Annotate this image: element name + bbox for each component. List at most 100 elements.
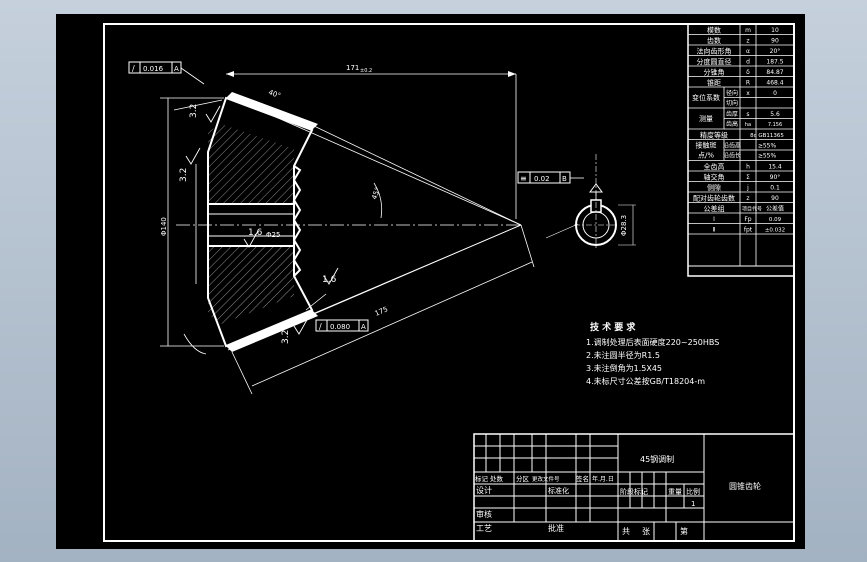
tolerance-frame-bottom: ∕ 0.080 A [315,319,369,332]
param-name-1: 齿数 [707,36,721,45]
param-fullh-label: 全齿高 [704,162,725,171]
tb-material: 45钢调制 [640,454,674,464]
param-shift-tang: 切向 [726,99,738,107]
param-tol-val-0: 0.09 [769,217,782,223]
param-tol-code-1: fpt [744,227,753,234]
svg-text:0.02: 0.02 [534,175,550,183]
param-val-1: 90 [771,38,779,45]
tb-stage-mark: 阶段标记 [620,487,648,496]
gear-upper-hatch [208,124,294,204]
dim-angle-top: 40° [267,88,281,100]
svg-text:0.080: 0.080 [330,323,350,331]
param-shift-label: 变位系数 [692,93,720,102]
tech-item-4: 4.未标尺寸公差按GB/T18204-m [586,376,705,386]
param-shift-radial: 径向 [726,89,738,97]
param-val-4: 84.87 [766,69,783,76]
dim-cone: 175 [374,305,389,318]
param-side-sym: j [746,185,749,192]
dim-right-key: Φ28.3 [620,215,628,236]
tb-sheet-word: 张 [642,527,650,536]
tech-item-3: 3.未注倒角为1.5X45 [586,363,662,373]
tech-item-1: 1.调制处理后表面硬度220~250HBS [586,337,719,347]
param-fullh-sym: h [746,164,750,171]
roughness-3: 1.6 [248,228,263,238]
tb-hdr-date: 年.月.日 [592,475,614,483]
param-shaft-sym: Σ [746,174,750,181]
dim-angle-cone: 45° [370,186,382,200]
param-contact-label2: 点/% [698,152,714,160]
param-shift-val: 0 [773,90,777,97]
param-fullh-val: 15.4 [768,164,782,171]
keyway-view [545,154,636,250]
param-measure-val1: 5.6 [770,111,780,118]
tb-design: 设计 [476,485,492,495]
param-contact-v1: ≥55% [758,143,777,150]
gear-upper-tooth [226,92,318,130]
param-val-2: 20° [770,48,781,55]
param-name-0: 模数 [707,26,721,35]
param-measure-r1: 齿厚 [726,110,738,118]
svg-text:∕: ∕ [319,322,322,331]
param-mate-label: 配对齿轮齿数 [693,194,735,203]
param-contact-v2: ≥55% [758,153,777,160]
tb-review: 审核 [476,509,492,519]
title-block [473,433,795,542]
param-contact-r2: 沿齿长 [723,152,741,160]
param-name-3: 分度圆直径 [697,57,732,66]
roughness-2: 3.2 [179,168,189,182]
svg-text:∕: ∕ [132,64,135,73]
outer-border [103,23,795,542]
param-item-label: 项目代号 [742,206,762,213]
tech-title: 技 术 要 求 [590,321,636,333]
tb-scale: 比例 [686,487,700,496]
dim-bore: Φ25 [266,231,280,239]
tb-hdr-count: 处数 [490,474,504,483]
param-contact-label: 接触斑 [696,141,717,150]
tb-hdr-doc: 更改文件号 [532,475,560,483]
param-tol-grp-1: Ⅱ [713,227,716,234]
tb-page: 第 [680,526,688,536]
param-grade-label: 精度等级 [700,131,728,140]
param-val-3: 187.5 [766,59,783,66]
tb-hdr-sign: 签名 [576,474,589,483]
tech-item-2: 2.未注圆半径为R1.5 [586,350,660,360]
tb-total: 共 [622,527,630,536]
tb-weight: 重量 [668,488,682,496]
param-tol-label: 公差组 [704,204,725,213]
param-side-val: 0.1 [770,185,780,192]
param-val-5: 468.4 [766,80,783,87]
svg-text:0.016: 0.016 [143,65,164,73]
param-sym-3: d [746,59,750,66]
dim-top-tol: ±0.2 [360,68,372,74]
param-tol-code-0: Fp [744,216,751,223]
param-sym-0: m [745,27,751,34]
param-measure-val2: 7.156 [768,122,782,128]
param-measure-label: 测量 [699,115,713,123]
roughness-4: 1.6 [322,275,337,285]
gear-teeth-face [292,165,302,277]
svg-text:B: B [562,175,567,183]
svg-text:≡: ≡ [520,174,527,183]
tb-hdr-zone: 分区 [516,474,530,483]
param-item-val: 公差值 [766,205,784,213]
param-name-5: 锥距 [707,78,721,87]
param-sym-1: z [746,38,749,45]
roughness-5: 3.2 [281,330,291,344]
param-tol-val-1: ±0.032 [765,228,785,234]
param-grade-val: 8c GB11365 [750,133,784,139]
gear-section [160,71,535,395]
roughness-1: 3.2 [189,104,199,118]
param-sym-4: δ [746,69,750,76]
param-name-2: 法向齿形角 [697,47,732,56]
roughness-marks [185,105,339,335]
param-name-4: 分锥角 [704,68,725,77]
tech-requirements: 技 术 要 求 1.调制处理后表面硬度220~250HBS 2.未注圆半径为R1… [586,321,719,386]
tb-scale-val: 1 [691,500,695,508]
param-shaft-val: 90° [770,174,781,181]
param-tol-grp-0: Ⅰ [713,216,715,223]
param-sym-5: R [746,80,750,87]
param-contact-r1: 沿齿高 [723,142,741,150]
